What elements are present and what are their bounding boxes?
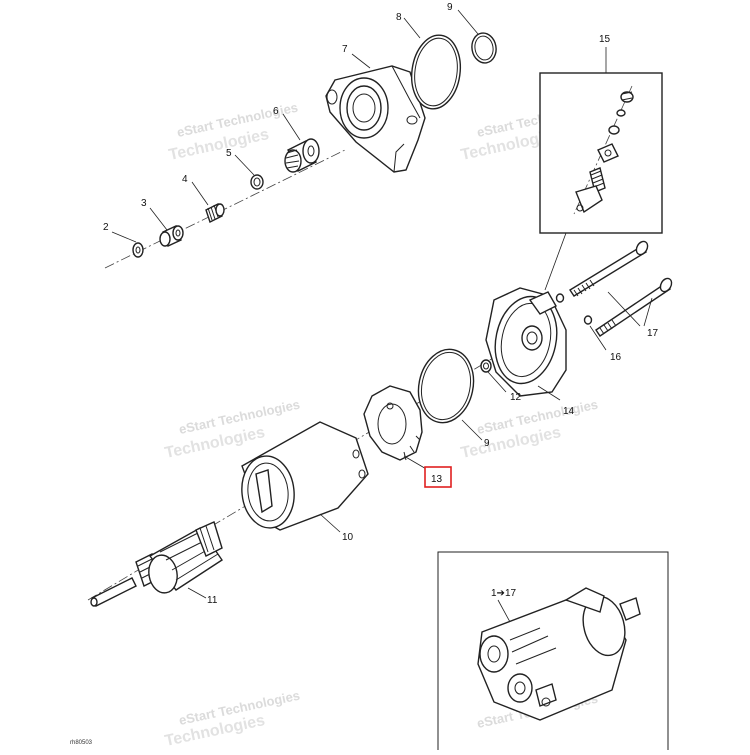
part-label-4: 4	[182, 174, 188, 185]
part-label-2: 2	[103, 222, 109, 233]
part-label-15: 15	[599, 34, 611, 45]
part-label-3: 3	[141, 198, 147, 209]
inset-label: 1➔17	[491, 588, 517, 599]
part-6-pinion-gear: 6	[273, 106, 320, 173]
part-16-washers: 16	[555, 293, 622, 363]
part-15-detail-box: 15	[539, 34, 663, 291]
part-3-bushing: 3	[141, 198, 184, 247]
part-5-ring: 5	[226, 148, 264, 190]
part-14-end-cover: 14	[485, 287, 575, 417]
upper-center-line	[104, 149, 346, 269]
part-label-11: 11	[207, 595, 218, 606]
part-label-16: 16	[610, 352, 622, 363]
part-11-armature: 11	[90, 521, 223, 607]
part-7-o-ring-small: 9	[447, 2, 497, 64]
part-label-14: 14	[563, 406, 575, 417]
part-label-7: 9	[447, 2, 453, 13]
part-2-washer: 2	[103, 222, 144, 258]
part-label-9: 8	[396, 12, 402, 23]
part-13-brush-plate: 13	[363, 385, 452, 488]
highlight-callout-box	[424, 466, 452, 488]
part-9-o-ring-upper: 8	[396, 12, 462, 110]
part-label-13: 13	[431, 474, 443, 485]
part-label-8: 7	[342, 44, 348, 55]
figure-code: rh80503	[70, 740, 93, 746]
assembled-starter-inset: 1➔17	[437, 551, 669, 750]
part-label-10: 10	[342, 532, 354, 543]
part-label-9-lower: 9	[484, 438, 490, 449]
part-label-6: 6	[273, 106, 279, 117]
part-label-5: 5	[226, 148, 232, 159]
part-label-17: 17	[647, 328, 659, 339]
part-8-drive-housing: 7	[325, 44, 426, 173]
part-4-spring: 4	[182, 174, 225, 223]
part-10-yoke: 10	[241, 421, 369, 543]
part-12-o-ring: 12	[480, 359, 522, 403]
part-label-12: 12	[510, 392, 522, 403]
part-9-o-ring-lower: 9	[417, 348, 490, 449]
part-17-through-bolts: 17	[569, 240, 673, 339]
